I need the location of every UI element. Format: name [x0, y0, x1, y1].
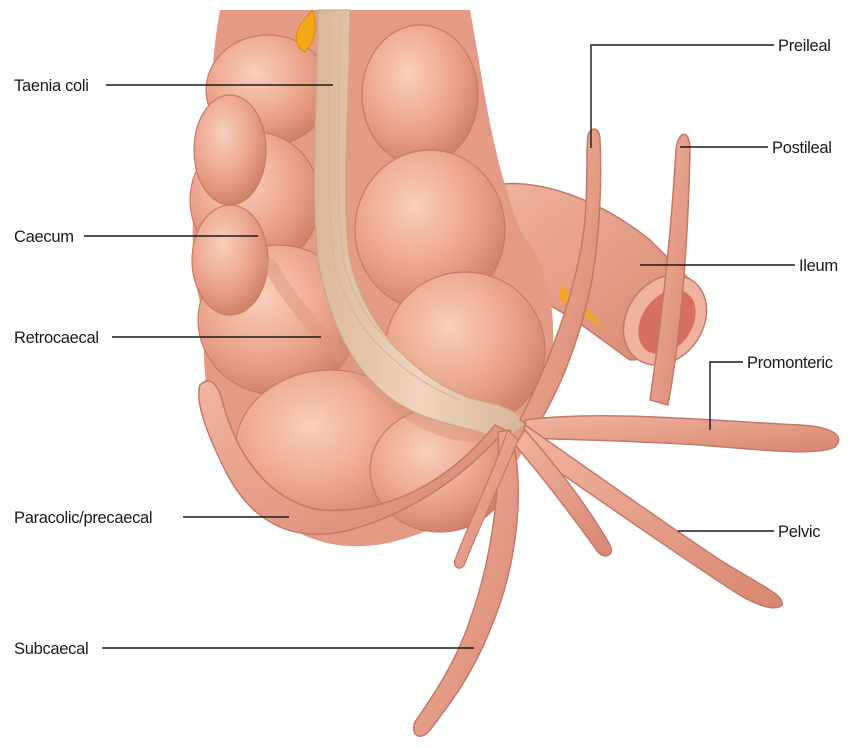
label-retrocaecal: Retrocaecal: [14, 329, 99, 347]
appendix-promonteric: [525, 416, 839, 452]
leader-preileal: [591, 45, 774, 148]
label-pelvic: Pelvic: [778, 523, 820, 541]
label-paracolic: Paracolic/precaecal: [14, 509, 152, 527]
label-postileal: Postileal: [772, 139, 832, 157]
label-taenia-coli: Taenia coli: [14, 77, 89, 95]
label-ileum: Ileum: [799, 257, 838, 275]
label-caecum: Caecum: [14, 228, 74, 246]
label-subcaecal: Subcaecal: [14, 640, 88, 658]
appendix-pelvic: [520, 425, 782, 608]
label-promonteric: Promonteric: [747, 354, 833, 372]
label-preileal: Preileal: [778, 37, 831, 55]
